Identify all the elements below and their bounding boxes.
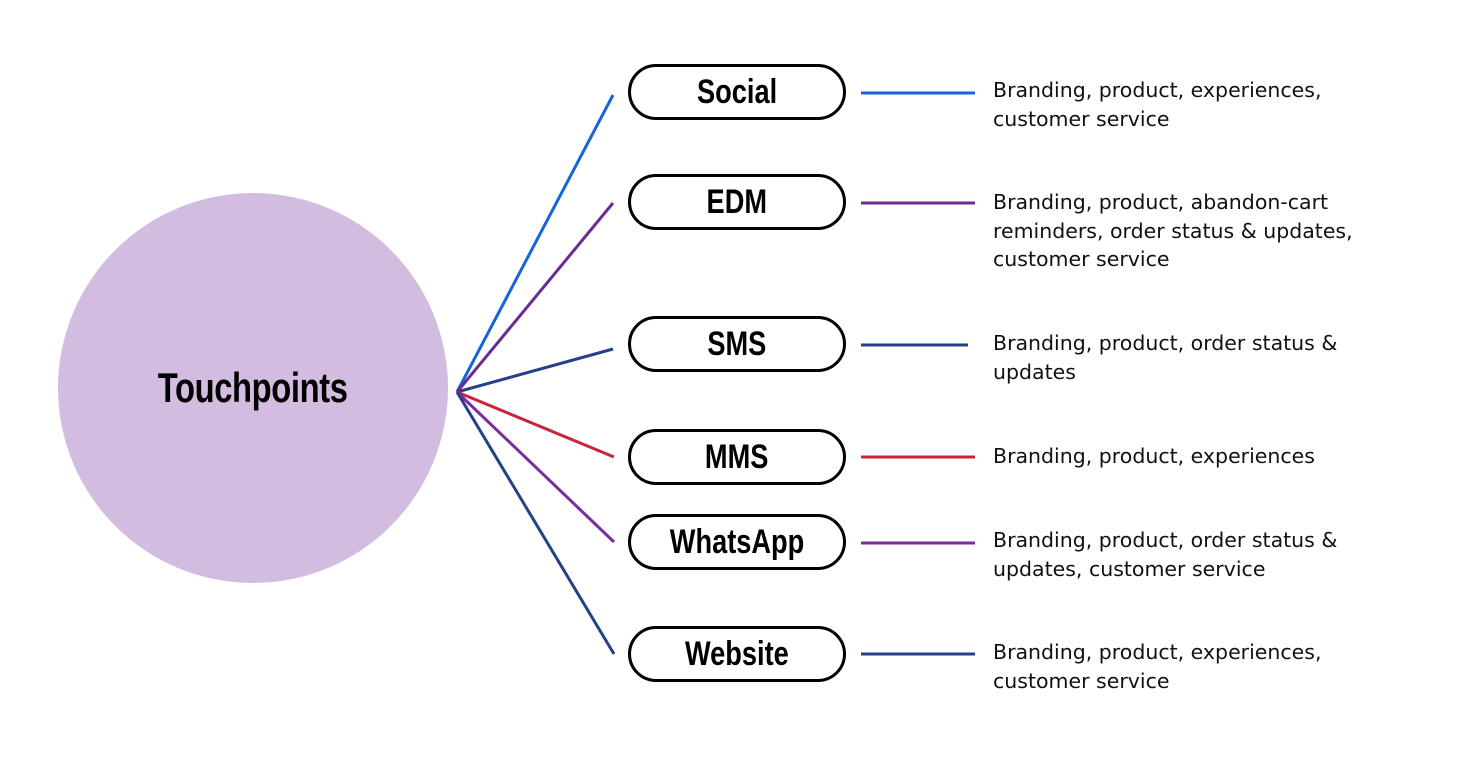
spoke-line-edm	[455, 202, 615, 393]
channel-description-sms: Branding, product, order status & update…	[993, 331, 1338, 384]
channel-description-mms: Branding, product, experiences	[993, 444, 1315, 468]
channel-description-whatsapp: Branding, product, order status & update…	[993, 528, 1338, 581]
channel-label: WhatsApp	[669, 522, 805, 561]
hub-label: Touchpoints	[158, 364, 348, 411]
touchpoints-hub: Touchpoints	[58, 193, 448, 583]
channel-node-whatsapp: WhatsApp	[628, 514, 846, 570]
spoke-line-social	[455, 94, 615, 393]
channel-label: Website	[685, 634, 789, 673]
channel-node-social: Social	[628, 64, 846, 120]
channel-node-website: Website	[628, 626, 846, 682]
channel-node-mms: MMS	[628, 429, 846, 485]
spoke-line-mms	[456, 390, 615, 459]
channel-label: EDM	[706, 182, 768, 221]
spoke-line-whatsapp	[455, 390, 616, 544]
channel-label: Social	[696, 72, 778, 111]
channel-node-edm: EDM	[628, 174, 846, 230]
spoke-line-website	[455, 391, 616, 655]
channel-description-website: Branding, product, experiences, customer…	[993, 640, 1322, 693]
spoke-line-sms	[456, 347, 614, 394]
channel-description-social: Branding, product, experiences, customer…	[993, 78, 1322, 131]
channel-description-edm: Branding, product, abandon-cart reminder…	[993, 190, 1353, 271]
channel-label: SMS	[707, 324, 767, 363]
channel-node-sms: SMS	[628, 316, 846, 372]
channel-label: MMS	[705, 437, 769, 476]
